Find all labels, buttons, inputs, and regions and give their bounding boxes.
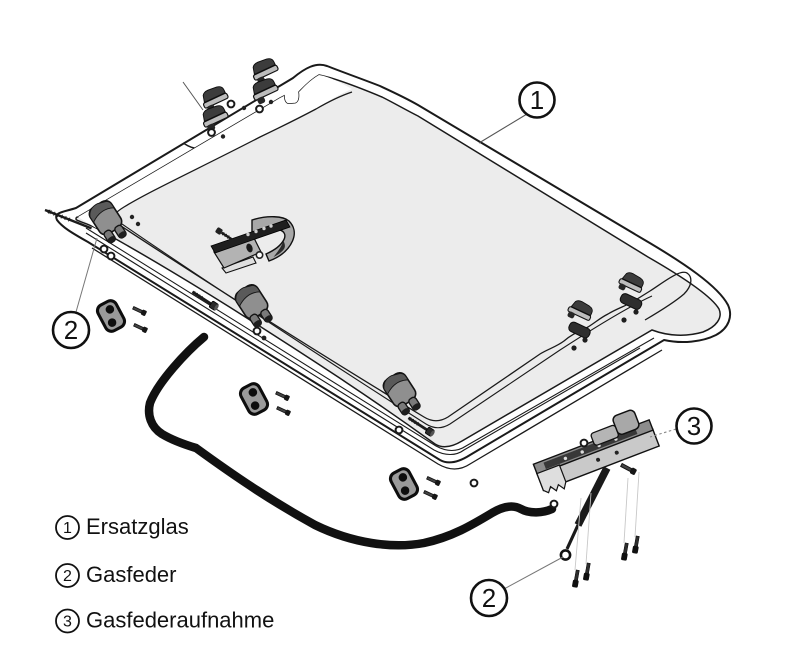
svg-text:1: 1	[530, 85, 544, 115]
svg-text:2: 2	[63, 568, 72, 585]
svg-text:1: 1	[63, 520, 72, 537]
svg-text:Gasfederaufnahme: Gasfederaufnahme	[86, 608, 274, 633]
svg-text:3: 3	[687, 411, 701, 441]
svg-text:2: 2	[64, 315, 78, 345]
svg-text:2: 2	[482, 583, 496, 613]
svg-text:Gasfeder: Gasfeder	[86, 562, 177, 587]
svg-text:Ersatzglas: Ersatzglas	[86, 514, 189, 539]
svg-text:3: 3	[63, 614, 72, 631]
